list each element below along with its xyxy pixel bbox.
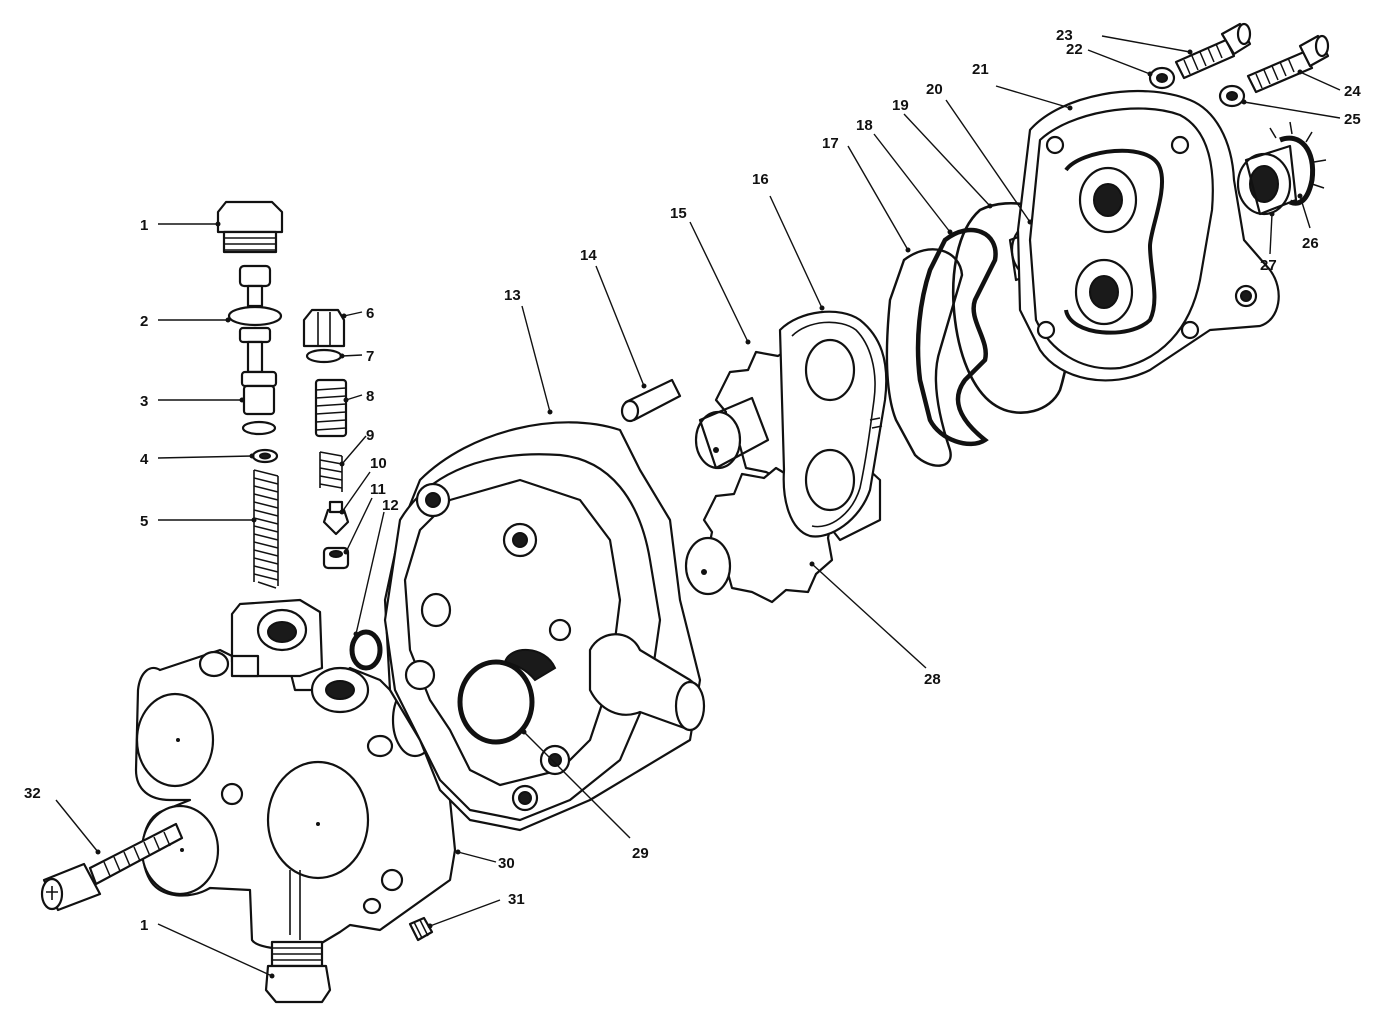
callout-5: 5 — [140, 513, 148, 530]
callout-15: 15 — [670, 205, 687, 222]
retaining-ring-part-26 — [1269, 121, 1327, 206]
callout-32: 32 — [24, 785, 41, 802]
wear-plate-part-16 — [778, 310, 888, 538]
valve-plunger-part-2-3 — [227, 264, 283, 436]
relief-spring-part-5 — [253, 469, 279, 589]
seal-ring-part-18 — [915, 227, 998, 447]
callout-18: 18 — [856, 117, 873, 134]
lock-washer-part-25 — [1218, 84, 1246, 108]
dowel-pin-part-14 — [620, 378, 682, 423]
set-screw-part-31 — [408, 916, 434, 942]
callout-12: 12 — [382, 497, 399, 514]
leader-lines — [55, 35, 1341, 977]
callout-30: 30 — [498, 855, 515, 872]
callout-11: 11 — [370, 481, 386, 498]
callout-31: 31 — [508, 891, 525, 908]
callout-9: 9 — [366, 427, 374, 444]
callout-20: 20 — [926, 81, 943, 98]
leader-dots — [95, 49, 1303, 979]
callout-1-bottom: 1 — [140, 917, 148, 934]
cap-screw-part-32 — [40, 822, 184, 912]
bottom-cap-part-1 — [264, 940, 332, 1004]
lock-washer-part-22 — [1148, 66, 1176, 90]
callout-16: 16 — [752, 171, 769, 188]
threaded-plug-part-8 — [314, 378, 348, 438]
gear-housing-part-13 — [383, 421, 706, 832]
callout-24: 24 — [1344, 83, 1361, 100]
callout-1-top: 1 — [140, 217, 148, 234]
o-ring-part-7 — [305, 348, 343, 364]
cap-screw-part-24 — [1246, 34, 1330, 94]
callout-22: 22 — [1066, 41, 1083, 58]
shim-washer-part-4 — [251, 448, 279, 464]
callout-23: 23 — [1056, 27, 1073, 44]
relief-valve-cap-part-1 — [216, 200, 284, 254]
callout-25: 25 — [1344, 111, 1361, 128]
callout-21: 21 — [972, 61, 989, 78]
callout-27: 27 — [1260, 257, 1277, 274]
callout-6: 6 — [366, 305, 374, 322]
callout-10: 10 — [370, 455, 387, 472]
o-ring-part-12 — [349, 629, 383, 671]
seat-part-11 — [322, 546, 350, 570]
end-cover-part-21 — [1016, 89, 1280, 382]
callout-2: 2 — [140, 313, 148, 330]
callout-29: 29 — [632, 845, 649, 862]
callout-13: 13 — [504, 287, 521, 304]
valve-body-part-30 — [134, 598, 462, 951]
callout-labels: 1 2 3 4 5 6 7 8 9 10 11 12 13 14 15 16 1… — [24, 27, 1361, 934]
spring-part-9 — [319, 451, 343, 492]
callout-4: 4 — [140, 451, 149, 468]
shaft-seal-part-27 — [1236, 144, 1298, 216]
poppet-part-10 — [322, 500, 350, 536]
cap-nut-part-6 — [302, 308, 346, 348]
callout-8: 8 — [366, 388, 374, 405]
callout-14: 14 — [580, 247, 597, 264]
callout-19: 19 — [892, 97, 909, 114]
callout-7: 7 — [366, 348, 374, 365]
callout-3: 3 — [140, 393, 148, 410]
callout-17: 17 — [822, 135, 839, 152]
callout-26: 26 — [1302, 235, 1319, 252]
cap-screw-part-23 — [1174, 22, 1252, 80]
callout-28: 28 — [924, 671, 941, 688]
